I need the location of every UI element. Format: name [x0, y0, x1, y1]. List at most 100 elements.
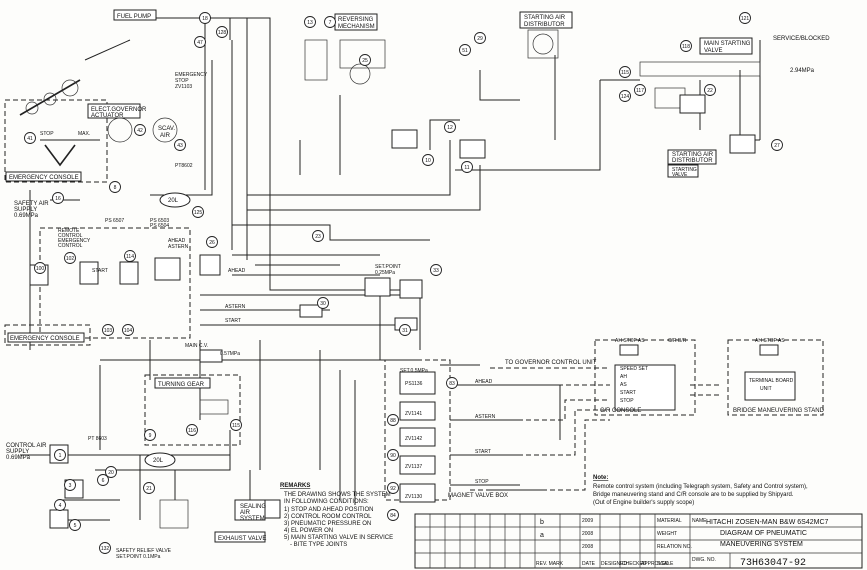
label-sad-2: DISTRIBUTOR [524, 22, 565, 28]
balloon-number: 88 [390, 418, 396, 424]
label-zv-stop: ZV1130 [405, 494, 422, 500]
balloon-number: 7 [329, 20, 332, 26]
label-cr-br: C/R B/R [668, 338, 687, 344]
label-ahead-mid: AHEAD [228, 268, 246, 274]
balloon [186, 424, 198, 436]
balloon-number: 100 [36, 266, 45, 272]
label-pt8602: PT8602 [175, 163, 193, 169]
balloon-number: 116 [188, 428, 196, 434]
balloon [324, 16, 336, 28]
balloon [444, 121, 456, 133]
balloon-number: 26 [209, 240, 215, 246]
label-safety-air-1: SAFETY AIR [14, 201, 49, 207]
label-turning-gear: TURNING GEAR [158, 382, 205, 388]
label-terminal-1: TERMINAL BOARD [749, 378, 794, 384]
label-emergency-console-bottom: EMERGENCY CONSOLE [10, 336, 80, 342]
balloon [619, 66, 631, 78]
elect-governor-box [87, 103, 141, 119]
label-20l-bottom: 20L [153, 458, 164, 464]
rev-date-b: 2009 [582, 518, 593, 524]
label-ah: AH [620, 374, 627, 380]
label-relief-2: SET.POINT 0.1MPa [116, 554, 161, 560]
emergency-console-top [5, 171, 82, 182]
label-scale: SCALE [657, 561, 674, 567]
drawing-title-2: MANEUVERING SYSTEM [720, 541, 803, 548]
label-material: MATERIAL [657, 518, 682, 524]
label-ps6504: PS 6504 [150, 223, 169, 229]
balloon-number: 23 [315, 234, 321, 240]
balloon [312, 230, 324, 242]
label-safety-air-2: SUPPLY [14, 207, 37, 213]
remarks-item: 3) PNEUMATIC PRESSURE ON [284, 521, 371, 527]
balloon [199, 12, 211, 24]
balloon-number: 1 [59, 453, 62, 459]
note-line: Remote control system (including Telegra… [593, 484, 808, 490]
label-cr-console: C/R CONSOLE [600, 408, 641, 414]
label-zv-start: ZV1137 [405, 464, 422, 470]
balloon-number: 3 [69, 483, 72, 489]
title-block: b a 2009 2008 2008 REV. MARK DATE DESIGN… [414, 513, 863, 569]
label-relief-1: SAFETY RELIEF VALVE [116, 548, 172, 554]
label-designed: DESIGNED [601, 561, 628, 567]
balloon [122, 324, 134, 336]
balloon-number: 124 [621, 94, 630, 100]
balloon-number: 132 [101, 546, 110, 552]
label-side-astern: ASTERN [475, 414, 496, 420]
label-msv-1: MAIN STARTING [704, 41, 751, 47]
balloon [194, 36, 206, 48]
rev-a: a [540, 532, 544, 539]
label-relation: RELATION NO. [657, 544, 692, 550]
balloon [134, 124, 146, 136]
balloon [304, 16, 316, 28]
note-line: Bridge maneuvering stand and C/R console… [593, 492, 794, 498]
label-start-sig: START [620, 390, 636, 396]
balloon [430, 264, 442, 276]
label-scav-1: SCAV. [158, 126, 175, 132]
balloon-number: 115 [621, 70, 629, 76]
balloon-number: 92 [390, 486, 396, 492]
label-ah-stop-as-2: AH STOP AS [755, 338, 785, 344]
balloon-number: 102 [66, 256, 75, 262]
balloon-number: 84 [390, 513, 396, 519]
balloon [216, 26, 228, 38]
signal-lines [470, 367, 720, 491]
label-side-ahead: AHEAD [475, 379, 493, 385]
remarks-intro-1: THE DRAWING SHOWS THE SYSTEM [284, 492, 391, 498]
label-max: MAX. [78, 131, 90, 137]
label-start-left: START [92, 268, 108, 274]
balloon-number: 83 [449, 381, 455, 387]
balloon-number: 4 [59, 503, 62, 509]
label-setpoint-2: 0.25MPa [375, 270, 395, 276]
label-pt8603: PT 8603 [88, 436, 107, 442]
label-sad-1: STARTING AIR [524, 15, 566, 21]
balloon [359, 54, 371, 66]
balloon [52, 192, 64, 204]
rev-b: b [540, 519, 544, 526]
remarks-intro-2: IN FOLLOWING CONDITIONS: [284, 499, 369, 505]
balloon-number: 20 [108, 470, 114, 476]
label-safety-air-3: 0.69MPa [14, 213, 39, 219]
label-sav-1: STARTING AIR [672, 152, 714, 158]
label-fuel-pump: FUEL PUMP [117, 14, 151, 20]
label-zv1: SET.0.5MPa [400, 368, 428, 374]
balloon-number: 90 [390, 453, 396, 459]
balloon-number: 117 [636, 88, 644, 94]
label-emstop-2: STOP [175, 78, 189, 84]
balloon [69, 519, 81, 531]
label-bridge-stand: BRIDGE MANEUVERING STAND [733, 408, 825, 414]
balloon-number: 10 [425, 158, 431, 164]
balloon-number: 11 [464, 165, 469, 171]
balloon [387, 509, 399, 521]
drawing-number: 73H63047-92 [740, 558, 806, 569]
label-control-air-3: 0.69MPa [6, 455, 31, 461]
label-sealing-2: AIR [240, 510, 251, 516]
balloon [619, 90, 631, 102]
label-sealing-1: SEALING [240, 504, 266, 510]
remarks-item: 5) MAIN STARTING VALVE IN SERVICE [284, 535, 393, 541]
balloon [206, 236, 218, 248]
balloon [54, 499, 66, 511]
label-date: DATE [582, 561, 596, 567]
note-heading: Note: [593, 475, 608, 481]
label-057mpa: 0.57MPa [220, 351, 240, 357]
